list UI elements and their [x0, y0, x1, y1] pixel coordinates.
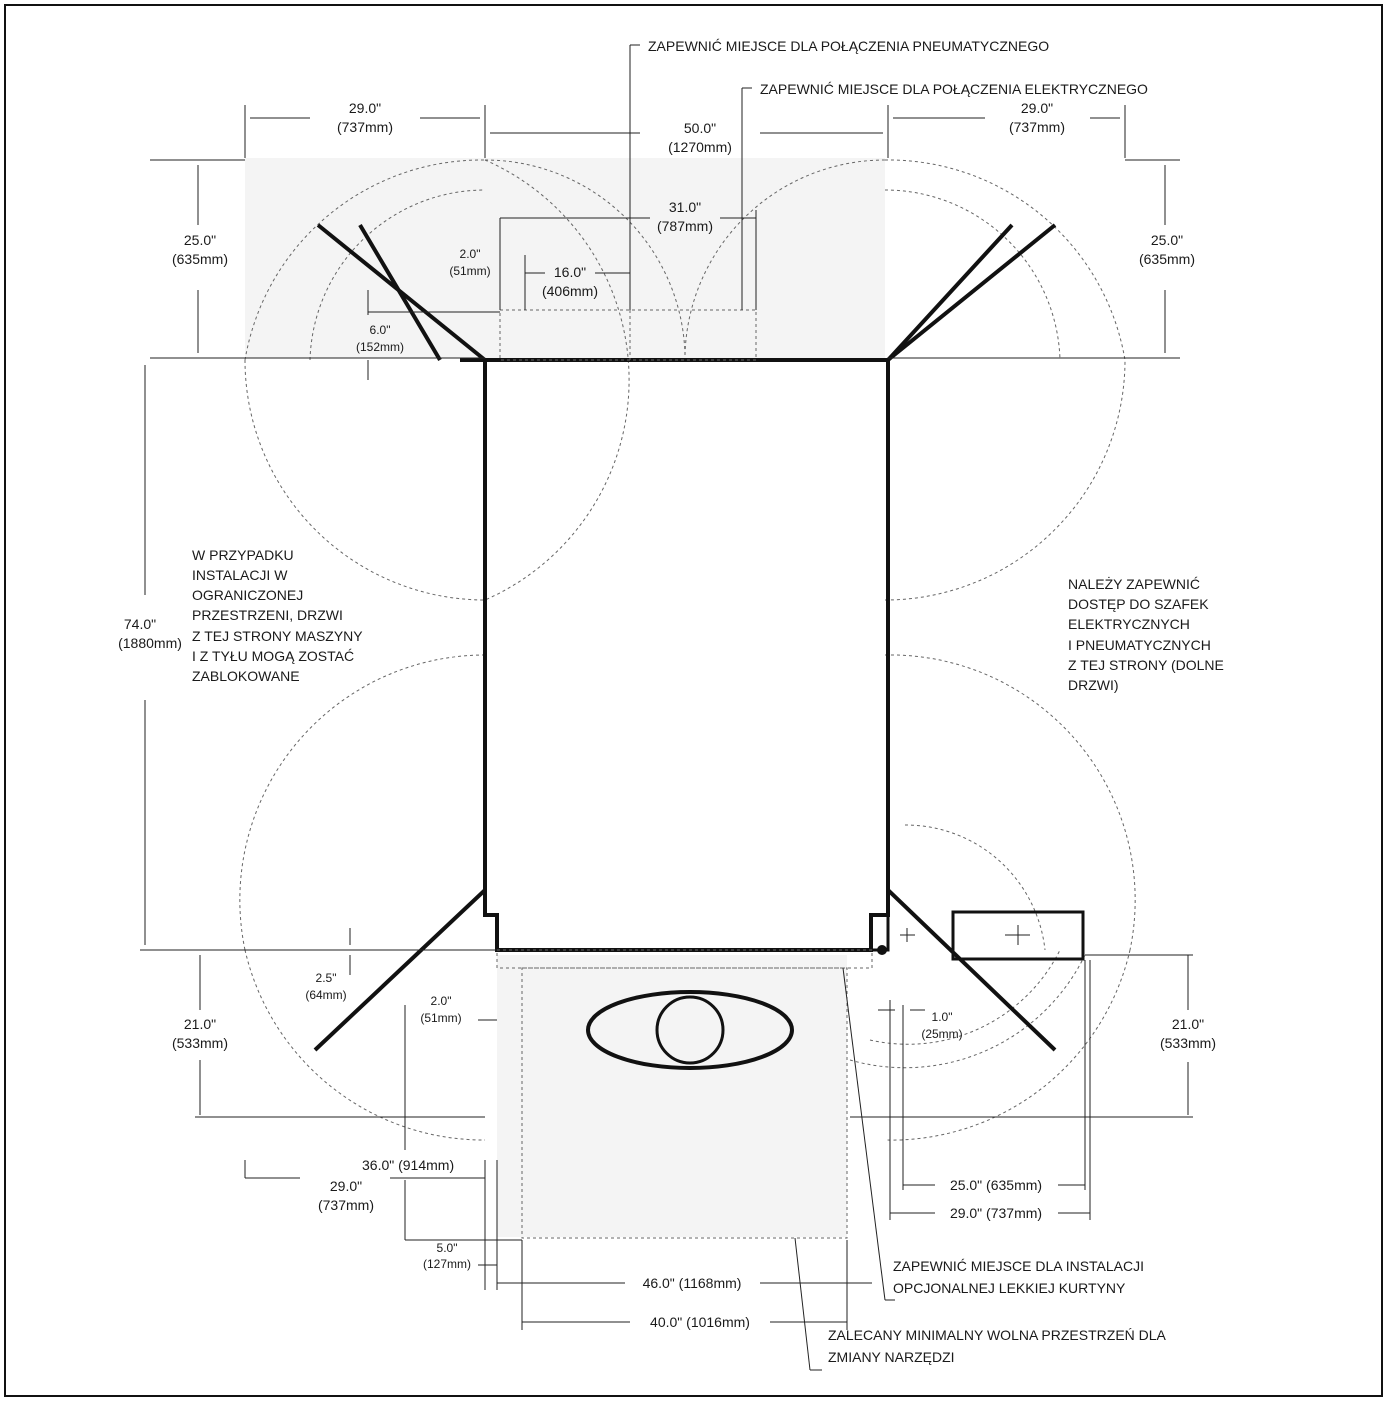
dim-inner-width: 31.0"	[669, 199, 701, 215]
svg-text:Z TEJ STRONY MASZYNY: Z TEJ STRONY MASZYNY	[192, 628, 363, 644]
left-side-note: W PRZYPADKU INSTALACJI W OGRANICZONEJ PR…	[192, 547, 363, 684]
dimension-lines	[140, 105, 1193, 1371]
dim-bottom-left-width: 29.0"	[330, 1178, 362, 1194]
dim-width-46: 46.0" (1168mm)	[643, 1275, 742, 1291]
dim-top-center-width: 50.0"	[684, 120, 716, 136]
svg-text:(1880mm): (1880mm)	[118, 635, 182, 651]
dim-offset-5: 5.0"	[437, 1241, 458, 1255]
dim-left-height: 25.0"	[184, 232, 216, 248]
corner-pivot	[877, 945, 887, 955]
machine-outline	[483, 358, 890, 952]
electrical-cabinet	[951, 910, 1085, 961]
svg-text:(737mm): (737mm)	[318, 1197, 374, 1213]
dim-width-16: 16.0"	[554, 264, 586, 280]
dim-top-left-width: 29.0"	[349, 100, 381, 116]
dim-bottom-left-height: 21.0"	[184, 1016, 216, 1032]
svg-text:OPCJONALNEJ LEKKIEJ KURTYNY: OPCJONALNEJ LEKKIEJ KURTYNY	[893, 1280, 1126, 1296]
dim-offset-1: 1.0"	[932, 1010, 953, 1024]
svg-text:(533mm): (533mm)	[1160, 1035, 1216, 1051]
dim-right-25: 25.0" (635mm)	[950, 1177, 1042, 1193]
svg-text:(127mm): (127mm)	[423, 1257, 471, 1271]
svg-text:(51mm): (51mm)	[449, 264, 490, 278]
svg-text:(406mm): (406mm)	[542, 283, 598, 299]
svg-text:DRZWI): DRZWI)	[1068, 677, 1119, 693]
tool-change-zone	[497, 955, 847, 1237]
svg-text:I Z TYŁU MOGĄ ZOSTAĆ: I Z TYŁU MOGĄ ZOSTAĆ	[192, 648, 354, 664]
svg-text:I PNEUMATYCZNYCH: I PNEUMATYCZNYCH	[1068, 637, 1211, 653]
svg-text:(25mm): (25mm)	[921, 1027, 962, 1041]
svg-text:(635mm): (635mm)	[1139, 251, 1195, 267]
door-swing-arcs	[239, 159, 1136, 1141]
dim-right-height: 25.0"	[1151, 232, 1183, 248]
light-curtain-space	[496, 949, 873, 969]
dim-depth-6: 6.0"	[370, 323, 391, 337]
svg-text:ZABLOKOWANE: ZABLOKOWANE	[192, 668, 300, 684]
dim-right-29: 29.0" (737mm)	[950, 1205, 1042, 1221]
dim-bottom-right-height: 21.0"	[1172, 1016, 1204, 1032]
svg-text:(51mm): (51mm)	[420, 1011, 461, 1025]
light-curtain-note: ZAPEWNIĆ MIEJSCE DLA INSTALACJI	[893, 1258, 1144, 1274]
open-doors	[313, 223, 1057, 1052]
svg-text:OGRANICZONEJ: OGRANICZONEJ	[192, 587, 303, 603]
rear-connection-space	[499, 309, 757, 361]
dim-machine-length: 74.0"	[124, 616, 156, 632]
svg-text:ZMIANY NARZĘDZI: ZMIANY NARZĘDZI	[828, 1349, 955, 1365]
pneumatic-note: ZAPEWNIĆ MIEJSCE DLA POŁĄCZENIA PNEUMATY…	[648, 38, 1049, 54]
svg-text:W PRZYPADKU: W PRZYPADKU	[192, 547, 294, 563]
electric-note: ZAPEWNIĆ MIEJSCE DLA POŁĄCZENIA ELEKTRYC…	[760, 81, 1148, 97]
dim-width-40: 40.0" (1016mm)	[650, 1314, 750, 1330]
svg-text:(64mm): (64mm)	[305, 988, 346, 1002]
corner-notch	[869, 913, 890, 952]
dim-depth-36: 36.0" (914mm)	[362, 1157, 454, 1173]
svg-text:(787mm): (787mm)	[657, 218, 713, 234]
page-frame	[4, 4, 1383, 1397]
platen-circle	[655, 995, 725, 1065]
svg-text:INSTALACJI W: INSTALACJI W	[192, 567, 288, 583]
dim-offset-2: 2.0"	[460, 247, 481, 261]
svg-text:(152mm): (152mm)	[356, 340, 404, 354]
svg-text:ELEKTRYCZNYCH: ELEKTRYCZNYCH	[1068, 616, 1190, 632]
svg-text:PRZESTRZENI, DRZWI: PRZESTRZENI, DRZWI	[192, 607, 343, 623]
dim-top-right-width: 29.0"	[1021, 100, 1053, 116]
dim-offset-2-b: 2.0"	[431, 994, 452, 1008]
tool-change-note: ZALECANY MINIMALNY WOLNA PRZESTRZEŃ DLA	[828, 1327, 1167, 1343]
dim-offset-2-5: 2.5"	[316, 971, 337, 985]
svg-text:DOSTĘP DO SZAFEK: DOSTĘP DO SZAFEK	[1068, 596, 1209, 612]
right-side-note: NALEŻY ZAPEWNIĆ DOSTĘP DO SZAFEK ELEKTRY…	[1068, 575, 1224, 693]
svg-text:Z TEJ STRONY (DOLNE: Z TEJ STRONY (DOLNE	[1068, 657, 1224, 673]
svg-text:(533mm): (533mm)	[172, 1035, 228, 1051]
platen-ellipse	[586, 990, 794, 1070]
tool-change-area	[521, 967, 848, 1239]
svg-text:(635mm): (635mm)	[172, 251, 228, 267]
svg-text:(737mm): (737mm)	[337, 119, 393, 135]
rear-clearance-zone	[245, 158, 885, 358]
svg-text:(737mm): (737mm)	[1009, 119, 1065, 135]
svg-text:NALEŻY ZAPEWNIĆ: NALEŻY ZAPEWNIĆ	[1068, 575, 1200, 592]
svg-text:(1270mm): (1270mm)	[668, 139, 732, 155]
